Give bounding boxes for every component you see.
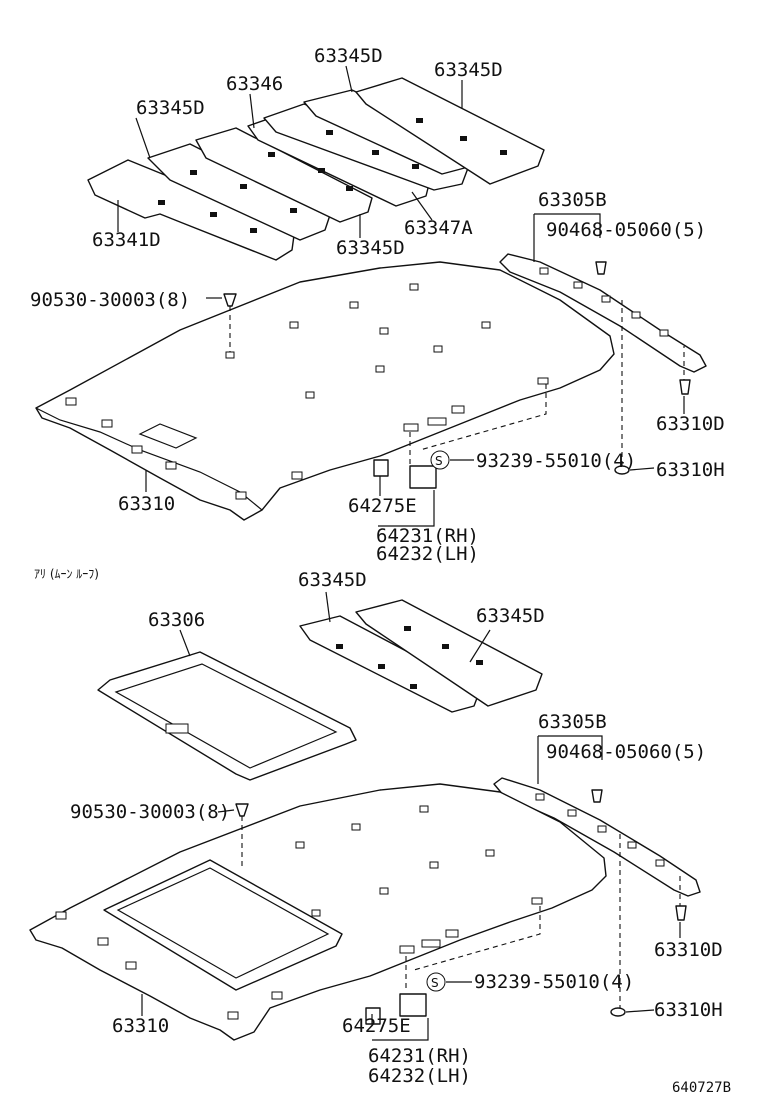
clip-63310D-icon — [679, 379, 691, 395]
label-screw-lower: 93239-55010(4) — [474, 971, 634, 993]
rail-holes — [539, 267, 669, 337]
label-s-mark: S — [435, 454, 443, 468]
lamp-64275E-icon-lower — [365, 1007, 381, 1025]
label-pad-right-lower: 63345D — [476, 605, 545, 627]
guide-screw-lower — [405, 906, 541, 990]
pad-panel-3 — [195, 127, 373, 223]
sunshade-63306 — [97, 651, 357, 781]
headliner-holes — [65, 283, 549, 500]
guide-screw — [409, 384, 547, 470]
label-clip-d: 63310D — [656, 413, 725, 435]
label-clip-h: 63310H — [656, 459, 725, 481]
label-rail-lower: 63305B — [538, 711, 607, 733]
pad-bumps — [158, 118, 507, 233]
label-headliner-lower: 63310 — [112, 1015, 169, 1037]
s-mark-circle — [430, 450, 450, 470]
label-lamp: 64275E — [348, 495, 417, 517]
sunvisor-recess — [138, 423, 198, 449]
label-clip-left: 90530-30003(8) — [30, 289, 190, 311]
sunroof-inner — [116, 867, 330, 979]
label-rail: 63305B — [538, 189, 607, 211]
rail-63305B — [499, 253, 707, 373]
sunshade-handle — [165, 723, 189, 734]
leader-lines-lower — [141, 591, 681, 1041]
label-grip-rh: 64231(RH) — [376, 525, 479, 547]
upper-assembly: 63345D 63346 63345D 63345D 63341D 63345D… — [30, 45, 725, 565]
lower-pad-bumps — [336, 626, 483, 689]
label-pad-left-lower: 63345D — [298, 569, 367, 591]
label-clip-d-lower: 63310D — [654, 939, 723, 961]
label-pad-left: 63341D — [92, 229, 161, 251]
lamp-64275E-icon — [373, 459, 389, 477]
label-clip-h-lower: 63310H — [654, 999, 723, 1021]
pad-panel-2 — [147, 143, 331, 241]
sunroof-opening — [103, 859, 343, 991]
label-headliner: 63310 — [118, 493, 175, 515]
rail-holes-lower — [535, 793, 665, 867]
leader-lines — [117, 65, 685, 527]
sunshade-inner — [114, 663, 338, 769]
grip-64231-icon-lower — [399, 993, 427, 1017]
headliner-63310 — [35, 261, 615, 521]
label-grip-rh-lower: 64231(RH) — [368, 1045, 471, 1067]
label-pad-a: 63347A — [404, 217, 473, 239]
label-sunvisor-far-right: 63345D — [434, 59, 503, 81]
label-lamp-lower: 64275E — [342, 1015, 411, 1037]
variant-caption: ｱﾘ (ﾑｰﾝ ﾙｰﾌ) — [34, 567, 99, 581]
diagram-code: 640727B — [672, 1080, 731, 1096]
s-mark-circle-lower — [426, 972, 446, 992]
clip-63310H-icon-lower — [610, 1007, 626, 1017]
label-sunvisor-right-top: 63345D — [314, 45, 383, 67]
headliner-holes-lower — [55, 805, 543, 1020]
label-grip-lh: 64232(LH) — [376, 543, 479, 565]
clip-90530-icon-lower — [235, 803, 249, 817]
label-rail-clip: 90468-05060(5) — [546, 219, 706, 241]
label-sunvisor-mid: 63346 — [226, 73, 283, 95]
grip-64231-icon — [409, 465, 437, 489]
lower-assembly: 63306 63345D 63345D 63305B 90468-05060(5… — [29, 569, 723, 1087]
label-rail-clip-lower: 90468-05060(5) — [546, 741, 706, 763]
pad-panel-63345D-right — [355, 77, 545, 185]
pad-panel-lower-left — [299, 615, 481, 713]
clip-63310H-icon — [614, 465, 630, 475]
clip-90530-icon — [223, 293, 237, 307]
label-s-mark-lower: S — [431, 976, 439, 990]
label-pad-mid-low: 63345D — [336, 237, 405, 259]
label-clip-left-lower: 90530-30003(8) — [70, 801, 230, 823]
label-sunvisor-left: 63345D — [136, 97, 205, 119]
label-grip-lh-lower: 64232(LH) — [368, 1065, 471, 1087]
label-sunshade: 63306 — [148, 609, 205, 631]
rail-clip-icon-lower — [591, 789, 603, 803]
pad-panel-lower-right — [355, 599, 543, 707]
label-screw: 93239-55010(4) — [476, 450, 636, 472]
rail-clip-icon — [595, 261, 607, 275]
clip-63310D-icon-lower — [675, 905, 687, 921]
rail-63305B-lower — [493, 777, 701, 897]
